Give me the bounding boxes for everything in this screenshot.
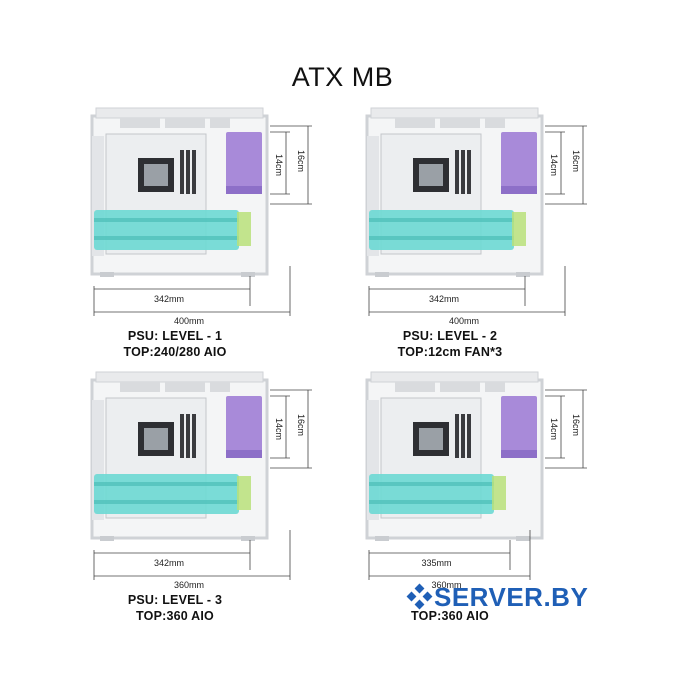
inner-width-label: 335mm bbox=[421, 558, 452, 568]
watermark-text: SERVER.BY bbox=[434, 581, 589, 612]
gpu-end-highlight bbox=[512, 212, 526, 246]
outer-width-label: 400mm bbox=[174, 316, 205, 326]
psu-level-text: PSU: LEVEL - 3 bbox=[127, 593, 223, 607]
gpu-card bbox=[369, 474, 494, 514]
outer-width-label: 360mm bbox=[174, 580, 205, 590]
psu-level-text: PSU: LEVEL - 2 bbox=[402, 329, 498, 343]
psu-level-text: PSU: LEVEL - 1 bbox=[127, 329, 223, 343]
dimension-lines bbox=[93, 389, 312, 580]
dimension-lines bbox=[93, 125, 312, 316]
gpu-end-highlight bbox=[237, 212, 251, 246]
gpu-end-highlight bbox=[237, 476, 251, 510]
top-fans bbox=[395, 382, 505, 392]
cpu-core bbox=[144, 428, 168, 450]
psu-unit bbox=[501, 396, 537, 458]
dimension-lines bbox=[368, 389, 587, 580]
page-title: ATX MB bbox=[291, 62, 394, 92]
ram-slots bbox=[180, 414, 196, 458]
cpu-core bbox=[144, 164, 168, 186]
top-cooling-text: TOP:240/280 AIO bbox=[123, 345, 227, 359]
outer-width-label: 400mm bbox=[449, 316, 480, 326]
inner-width-label: 342mm bbox=[154, 558, 185, 568]
psu-unit bbox=[226, 132, 262, 194]
top-cooling-text: TOP:12cm FAN*3 bbox=[397, 345, 503, 359]
ram-slots bbox=[455, 414, 471, 458]
psu-unit bbox=[501, 132, 537, 194]
top-cooling-text: TOP:360 AIO bbox=[411, 609, 489, 623]
server-logo-icon bbox=[406, 583, 433, 610]
cpu-core bbox=[419, 164, 443, 186]
inner-width-label: 342mm bbox=[429, 294, 460, 304]
gpu-end-highlight bbox=[492, 476, 506, 510]
watermark: SERVER.BY bbox=[406, 582, 588, 612]
cpu-core bbox=[419, 428, 443, 450]
height-16cm-label: 16cm bbox=[571, 414, 581, 437]
top-fans bbox=[120, 382, 230, 392]
psu-unit bbox=[226, 396, 262, 458]
case-top bbox=[370, 371, 539, 383]
inner-width-label: 342mm bbox=[154, 294, 185, 304]
ram-slots bbox=[180, 150, 196, 194]
top-cooling-text: TOP:360 AIO bbox=[136, 609, 214, 623]
top-fans bbox=[395, 118, 505, 128]
dimension-lines bbox=[368, 125, 587, 316]
ram-slots bbox=[455, 150, 471, 194]
height-14cm-label: 14cm bbox=[549, 418, 559, 441]
top-fans bbox=[120, 118, 230, 128]
outer-width-label: 360mm bbox=[431, 580, 462, 590]
